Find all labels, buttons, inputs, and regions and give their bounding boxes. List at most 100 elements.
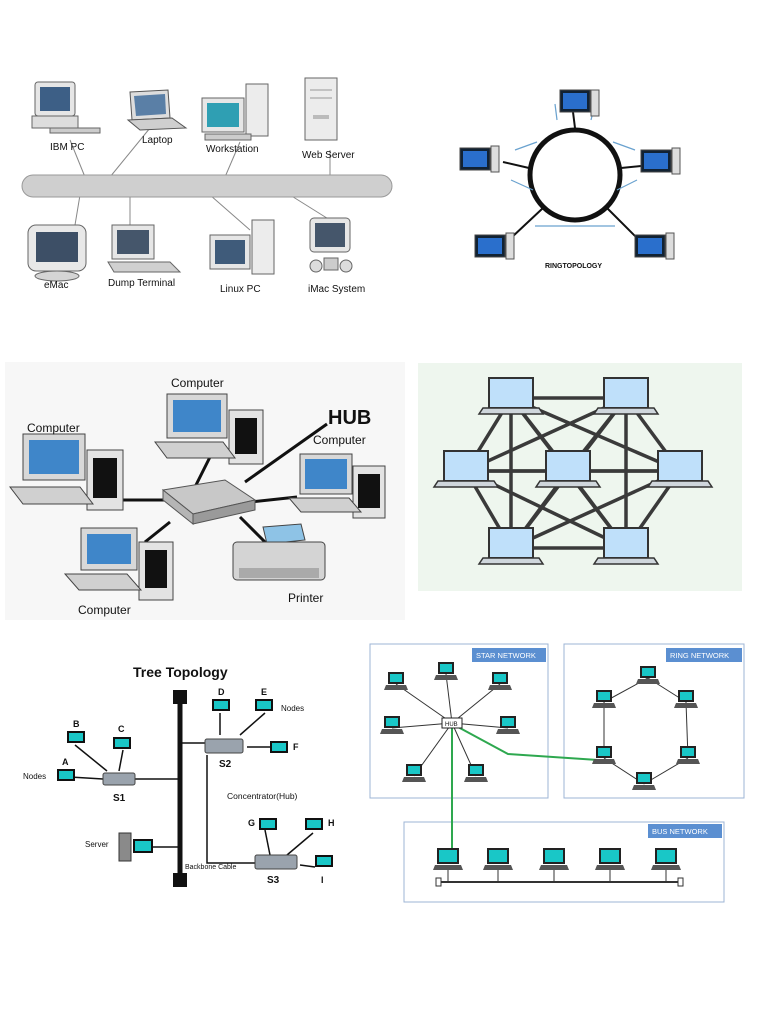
ring-computer-bottom-left-icon	[474, 232, 515, 260]
star-link	[395, 683, 453, 724]
laptop-icon	[126, 89, 188, 131]
star-computer-bottom-icon	[63, 527, 174, 601]
laptop-label: Laptop	[142, 135, 173, 146]
star-computer-top-icon	[154, 393, 264, 465]
hybrid-topology-diagram: STAR NETWORK RING NETWORK BUS NETWORK HU…	[368, 630, 748, 906]
switch-s3-label: S3	[267, 875, 280, 886]
imac-system-icon	[309, 217, 353, 273]
mesh-laptop-icon	[534, 450, 602, 488]
ring-network-title: RING NETWORK	[670, 651, 729, 660]
node-c-icon	[113, 737, 131, 749]
star-computer-right-label: Computer	[313, 433, 366, 447]
ibm-pc-icon	[31, 81, 101, 134]
bus-network-title: BUS NETWORK	[652, 827, 708, 836]
mesh-laptop-icon	[477, 377, 545, 415]
hybrid-computer-icon	[483, 848, 513, 870]
hybrid-computer-icon	[402, 764, 426, 782]
hub-device-icon	[161, 479, 257, 526]
switch-s2-icon	[204, 738, 244, 754]
printer-label: Printer	[288, 591, 323, 605]
switch-s3-icon	[254, 854, 298, 870]
star-link	[445, 673, 453, 724]
star-computer-top-label: Computer	[171, 376, 224, 390]
dump-terminal-label: Dump Terminal	[108, 278, 175, 289]
node-d-icon	[212, 699, 230, 711]
hybrid-computer-icon	[434, 662, 458, 680]
hybrid-computer-icon	[496, 716, 520, 734]
ring-caption: RINGTOPOLOGY	[545, 263, 602, 270]
bus-terminator-left	[435, 877, 442, 887]
bus-topology-diagram: IBM PC Laptop Workstation Web Server eMa…	[10, 70, 405, 310]
hybrid-computer-icon	[464, 764, 488, 782]
hybrid-computer-icon	[488, 672, 512, 690]
node-c-label: C	[118, 724, 125, 734]
switch-s1-label: S1	[113, 793, 126, 804]
web-server-icon	[304, 77, 338, 141]
node-h-icon	[305, 818, 323, 830]
tree-topology-diagram: Tree Topology S1 S2 S3 A Nodes B C D E N…	[15, 655, 355, 895]
ring-computer-left-icon	[459, 145, 500, 173]
hybrid-computer-icon	[674, 690, 698, 708]
mesh-laptop-icon	[592, 377, 660, 415]
hybrid-computer-icon	[539, 848, 569, 870]
workstation-label: Workstation	[206, 144, 259, 155]
printer-icon	[232, 523, 326, 581]
linux-pc-label: Linux PC	[220, 284, 261, 295]
star-computer-bottom-label: Computer	[78, 603, 131, 617]
backbone-bottom-terminator	[173, 873, 187, 887]
mesh-laptop-icon	[477, 527, 545, 565]
ring-network-header	[666, 648, 742, 662]
emac-label: eMac	[44, 280, 68, 291]
star-computer-left-label: Computer	[27, 421, 80, 435]
concentrator-label: Concentrator(Hub)	[227, 791, 298, 801]
node-e-icon	[255, 699, 273, 711]
hybrid-computer-icon	[632, 772, 656, 790]
switch-s2-label: S2	[219, 759, 232, 770]
ring-computer-right-icon	[640, 147, 681, 175]
node-b-icon	[67, 731, 85, 743]
hybrid-computer-icon	[592, 690, 616, 708]
node-a-label: A	[62, 757, 69, 767]
hub-label: HUB	[328, 407, 371, 429]
hybrid-computer-icon	[380, 716, 404, 734]
hybrid-computer-icon	[595, 848, 625, 870]
backbone-top-terminator	[173, 690, 187, 704]
green-link-to-ring	[457, 726, 599, 761]
server-icon	[118, 832, 153, 862]
hybrid-computer-icon	[592, 746, 616, 764]
bus-network-header	[648, 824, 722, 838]
node-i-icon	[315, 855, 333, 867]
hybrid-computer-icon	[433, 848, 463, 870]
node-d-label: D	[218, 687, 225, 697]
star-hub-diagram: HUB Computer Computer Computer Computer	[5, 362, 405, 620]
ring-topology-diagram: RINGTOPOLOGY	[445, 80, 695, 280]
node-b-label: B	[73, 719, 80, 729]
ibm-pc-label: IBM PC	[50, 142, 84, 153]
dump-terminal-icon	[107, 224, 182, 273]
node-i-label: I	[321, 875, 324, 885]
linux-pc-icon	[209, 219, 275, 275]
emac-icon	[27, 224, 87, 282]
mesh-laptop-icon	[646, 450, 714, 488]
node-h-label: H	[328, 818, 335, 828]
hybrid-hub-label: HUB	[445, 722, 458, 728]
tree-title: Tree Topology	[133, 664, 228, 680]
imac-system-label: iMac System	[308, 284, 365, 295]
star-network-title: STAR NETWORK	[476, 651, 536, 660]
mesh-laptop-icon	[592, 527, 660, 565]
hybrid-computer-icon	[676, 746, 700, 764]
mesh-topology-diagram	[418, 363, 742, 591]
switch-s1-icon	[102, 772, 136, 786]
bus-terminator-right	[677, 877, 684, 887]
node-f-label: F	[293, 742, 299, 752]
nodes-label-left: Nodes	[23, 772, 46, 781]
server-label: Server	[85, 840, 109, 849]
hybrid-computer-icon	[636, 666, 660, 684]
backbone-label: Backbone Cable	[185, 864, 236, 871]
mesh-laptop-icon	[432, 450, 500, 488]
node-f-icon	[270, 741, 288, 753]
web-server-label: Web Server	[302, 150, 355, 161]
node-a-icon	[57, 769, 75, 781]
node-g-label: G	[248, 818, 255, 828]
node-g-icon	[259, 818, 277, 830]
